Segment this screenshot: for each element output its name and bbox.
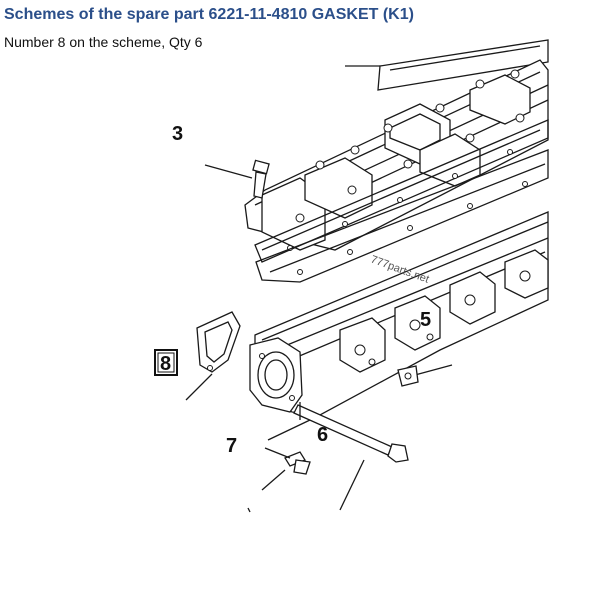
lower-gasket (255, 149, 549, 283)
bolt-part-3 (204, 159, 270, 199)
callout-8-highlight[interactable]: 8 (154, 349, 178, 376)
bolt-part-6 (293, 404, 409, 511)
rocker-cover (244, 59, 549, 251)
callout-6: 6 (317, 424, 328, 446)
cover-gasket (377, 39, 549, 91)
callout-7: 7 (226, 435, 237, 457)
bolt-part-5 (397, 364, 453, 387)
gasket-part-8 (196, 311, 241, 373)
page-title: Schemes of the spare part 6221-11-4810 G… (4, 6, 414, 23)
callout-5: 5 (420, 309, 431, 331)
page-subtitle: Number 8 on the scheme, Qty 6 (4, 34, 203, 50)
leader-lines (185, 65, 380, 513)
callout-8: 8 (160, 353, 171, 375)
intake-manifold (249, 211, 549, 416)
bolt-part-7 (261, 451, 311, 491)
callout-3: 3 (172, 123, 183, 145)
mid-gasket (254, 119, 549, 263)
